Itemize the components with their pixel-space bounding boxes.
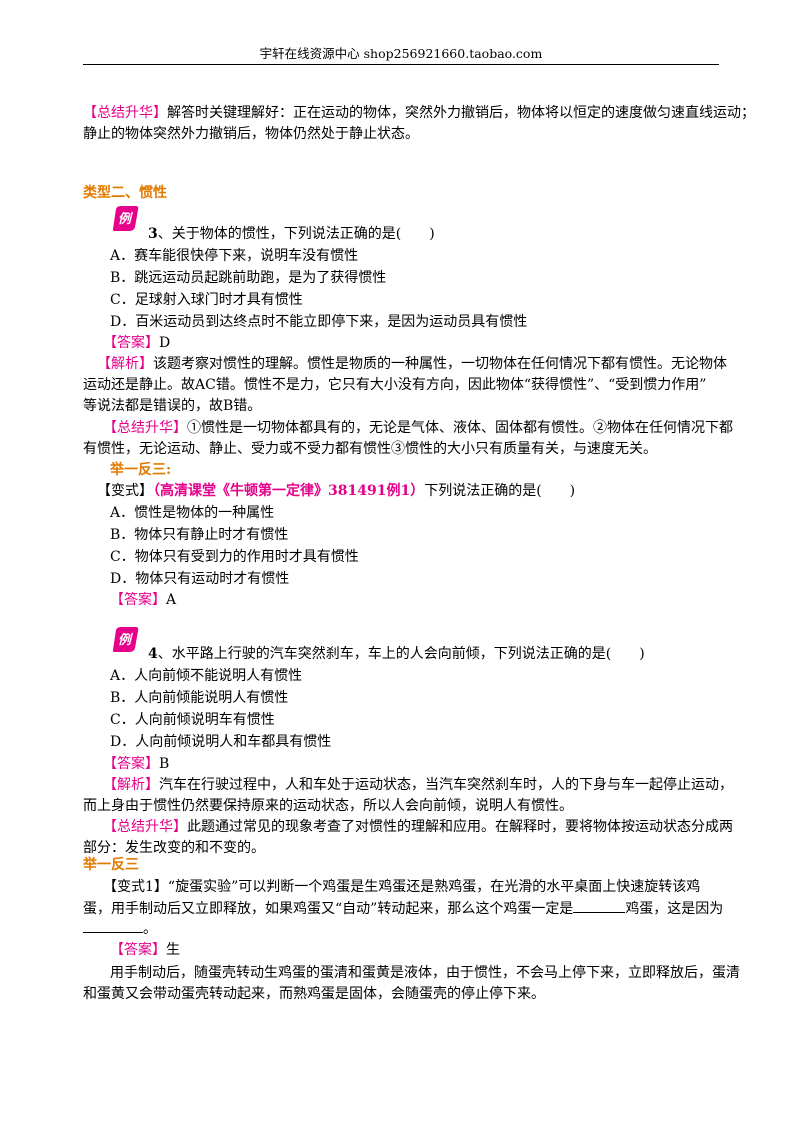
ex3-number: 3 (148, 226, 158, 242)
ex3-question-text: 、关于物体的惯性，下列说法正确的是( ) (157, 226, 435, 242)
drill3-answer-tag: 【答案】 (110, 592, 166, 608)
drill4-variant-line-3: 。 (83, 918, 723, 939)
drill4-answer-value: 生 (166, 942, 180, 958)
intro-tag: 【总结升华】 (83, 105, 167, 121)
ex4-analysis-text-1: 汽车在行驶过程中，人和车处于运动状态，当汽车突然刹车时，人的下身与车一起停止运动… (159, 777, 733, 793)
drill3-option-c: C．物体只有受到力的作用时才具有惯性 (110, 549, 359, 565)
ex4-analysis-line-1: 【解析】汽车在行驶过程中，人和车处于运动状态，当汽车突然刹车时，人的下身与车一起… (103, 775, 743, 795)
ex3-question: 3、关于物体的惯性，下列说法正确的是( ) (148, 224, 788, 244)
ex3-answer: 【答案】D (103, 333, 743, 353)
drill4-explanation-line-2: 和蛋黄又会带动蛋壳转动起来，而熟鸡蛋是固体，会随蛋壳的停止停下来。 (83, 986, 545, 1002)
ex4-summary-tag: 【总结升华】 (103, 819, 187, 835)
drill3-option-d: D．物体只有运动时才有惯性 (110, 571, 290, 587)
ex3-summary-tag: 【总结升华】 (103, 420, 187, 436)
ex4-answer-value: B (159, 756, 170, 772)
header-rule (83, 64, 719, 65)
ex3-option-a: A．赛车能很快停下来，说明车没有惯性 (110, 248, 359, 264)
drill4-variant-line-2: 蛋，用手制动后又立即释放，如果鸡蛋又“自动”转动起来，那么这个鸡蛋一定是 鸡蛋，这… (83, 898, 723, 919)
ex3-analysis-tag: 【解析】 (97, 356, 153, 372)
ex4-answer-tag: 【答案】 (103, 756, 159, 772)
ex3-analysis-line-1: 【解析】该题考察对惯性的理解。惯性是物质的一种属性，一切物体在任何情况下都有惯性… (97, 354, 737, 374)
drill4-explanation-line-1: 用手制动后，随蛋壳转动生鸡蛋的蛋清和蛋黄是液体，由于惯性，不会马上停下来，立即释… (110, 965, 740, 981)
section-title: 类型二、惯性 (83, 185, 167, 201)
page-header: 宇轩在线资源中心 shop256921660.taobao.com (259, 46, 543, 61)
drill4-answer: 【答案】生 (110, 940, 750, 960)
drill4-title: 举一反三 (83, 857, 139, 873)
ex3-answer-value: D (159, 335, 171, 351)
ex4-answer: 【答案】B (103, 754, 743, 774)
intro-line-1: 【总结升华】解答时关键理解好：正在运动的物体，突然外力撤销后，物体将以恒定的速度… (83, 103, 755, 123)
ex4-option-a: A．人向前倾不能说明人有惯性 (110, 668, 303, 684)
ex4-summary-line-1: 【总结升华】此题通过常见的现象考查了对惯性的理解和应用。在解释时，要将物体按运动… (103, 817, 743, 837)
ex4-option-b: B．人向前倾能说明人有惯性 (110, 690, 289, 706)
drill3-variant: 【变式】（高清课堂《牛顿第一定律》381491例1）下列说法正确的是( ) (97, 481, 737, 501)
drill3-variant-source: （高清课堂《牛顿第一定律》381491例1） (153, 483, 425, 499)
intro-line-2: 静止的物体突然外力撤销后，物体仍然处于静止状态。 (83, 126, 419, 142)
ex3-answer-tag: 【答案】 (103, 335, 159, 351)
ex3-analysis-line-3: 等说法都是错误的，故B错。 (83, 398, 262, 414)
drill4-blank-2 (83, 918, 143, 933)
ex4-question-text: 、水平路上行驶的汽车突然刹车，车上的人会向前倾，下列说法正确的是( ) (157, 646, 645, 662)
ex3-summary-line-2: 有惯性，无论运动、静止、受力或不受力都有惯性③惯性的大小只有质量有关，与速度无关… (83, 441, 657, 457)
example-badge-icon: 例 (112, 627, 139, 652)
drill4-answer-tag: 【答案】 (110, 942, 166, 958)
badge-char: 例 (118, 632, 134, 648)
ex3-option-d: D．百米运动员到达终点时不能立即停下来，是因为运动员具有惯性 (110, 314, 528, 330)
drill3-variant-prefix: 【变式】 (97, 483, 153, 499)
drill3-variant-question: 下列说法正确的是( ) (424, 483, 576, 499)
ex4-summary-text-1: 此题通过常见的现象考查了对惯性的理解和应用。在解释时，要将物体按运动状态分成两 (187, 819, 733, 835)
ex4-option-c: C．人向前倾说明车有惯性 (110, 712, 275, 728)
ex3-summary-text-1: ①惯性是一切物体都具有的，无论是气体、液体、固体都有惯性。②物体在任何情况下都 (187, 420, 733, 436)
intro-text-1: 解答时关键理解好：正在运动的物体，突然外力撤销后，物体将以恒定的速度做匀速直线运… (167, 105, 755, 121)
drill3-option-a: A．惯性是物体的一种属性 (110, 505, 275, 521)
ex3-summary-line-1: 【总结升华】①惯性是一切物体都具有的，无论是气体、液体、固体都有惯性。②物体在任… (103, 418, 743, 438)
ex4-summary-line-2: 部分：发生改变的和不变的。 (83, 840, 265, 856)
drill4-variant-text-2a: 蛋，用手制动后又立即释放，如果鸡蛋又“自动”转动起来，那么这个鸡蛋一定是 (83, 901, 574, 917)
drill3-answer-value: A (166, 592, 177, 608)
drill3-answer: 【答案】A (110, 590, 750, 610)
ex3-analysis-line-2: 运动还是静止。故AC错。惯性不是力，它只有大小没有方向，因此物体“获得惯性”、“… (83, 377, 707, 393)
ex4-question: 4、水平路上行驶的汽车突然刹车，车上的人会向前倾，下列说法正确的是( ) (148, 644, 788, 664)
drill4-variant-line-1: 【变式1】“旋蛋实验”可以判断一个鸡蛋是生鸡蛋还是熟鸡蛋，在光滑的水平桌面上快速… (103, 879, 701, 895)
ex4-option-d: D．人向前倾说明人和车都具有惯性 (110, 734, 332, 750)
ex4-number: 4 (148, 646, 158, 662)
ex4-analysis-line-2: 而上身由于惯性仍然要保持原来的运动状态，所以人会向前倾，说明人有惯性。 (83, 798, 573, 814)
ex3-option-c: C．足球射入球门时才具有惯性 (110, 292, 303, 308)
badge-char: 例 (118, 211, 134, 227)
example-badge-icon: 例 (112, 206, 139, 231)
drill4-blank-1 (573, 898, 626, 913)
drill3-title: 举一反三: (110, 462, 172, 478)
ex4-analysis-tag: 【解析】 (103, 777, 159, 793)
ex3-option-b: B．跳远运动员起跳前助跑，是为了获得惯性 (110, 270, 387, 286)
drill4-variant-end: 。 (143, 921, 157, 937)
drill3-option-b: B．物体只有静止时才有惯性 (110, 527, 289, 543)
drill4-variant-text-2b: 鸡蛋，这是因为 (625, 901, 724, 917)
ex3-analysis-text-1: 该题考察对惯性的理解。惯性是物质的一种属性，一切物体在任何情况下都有惯性。无论物… (153, 356, 727, 372)
